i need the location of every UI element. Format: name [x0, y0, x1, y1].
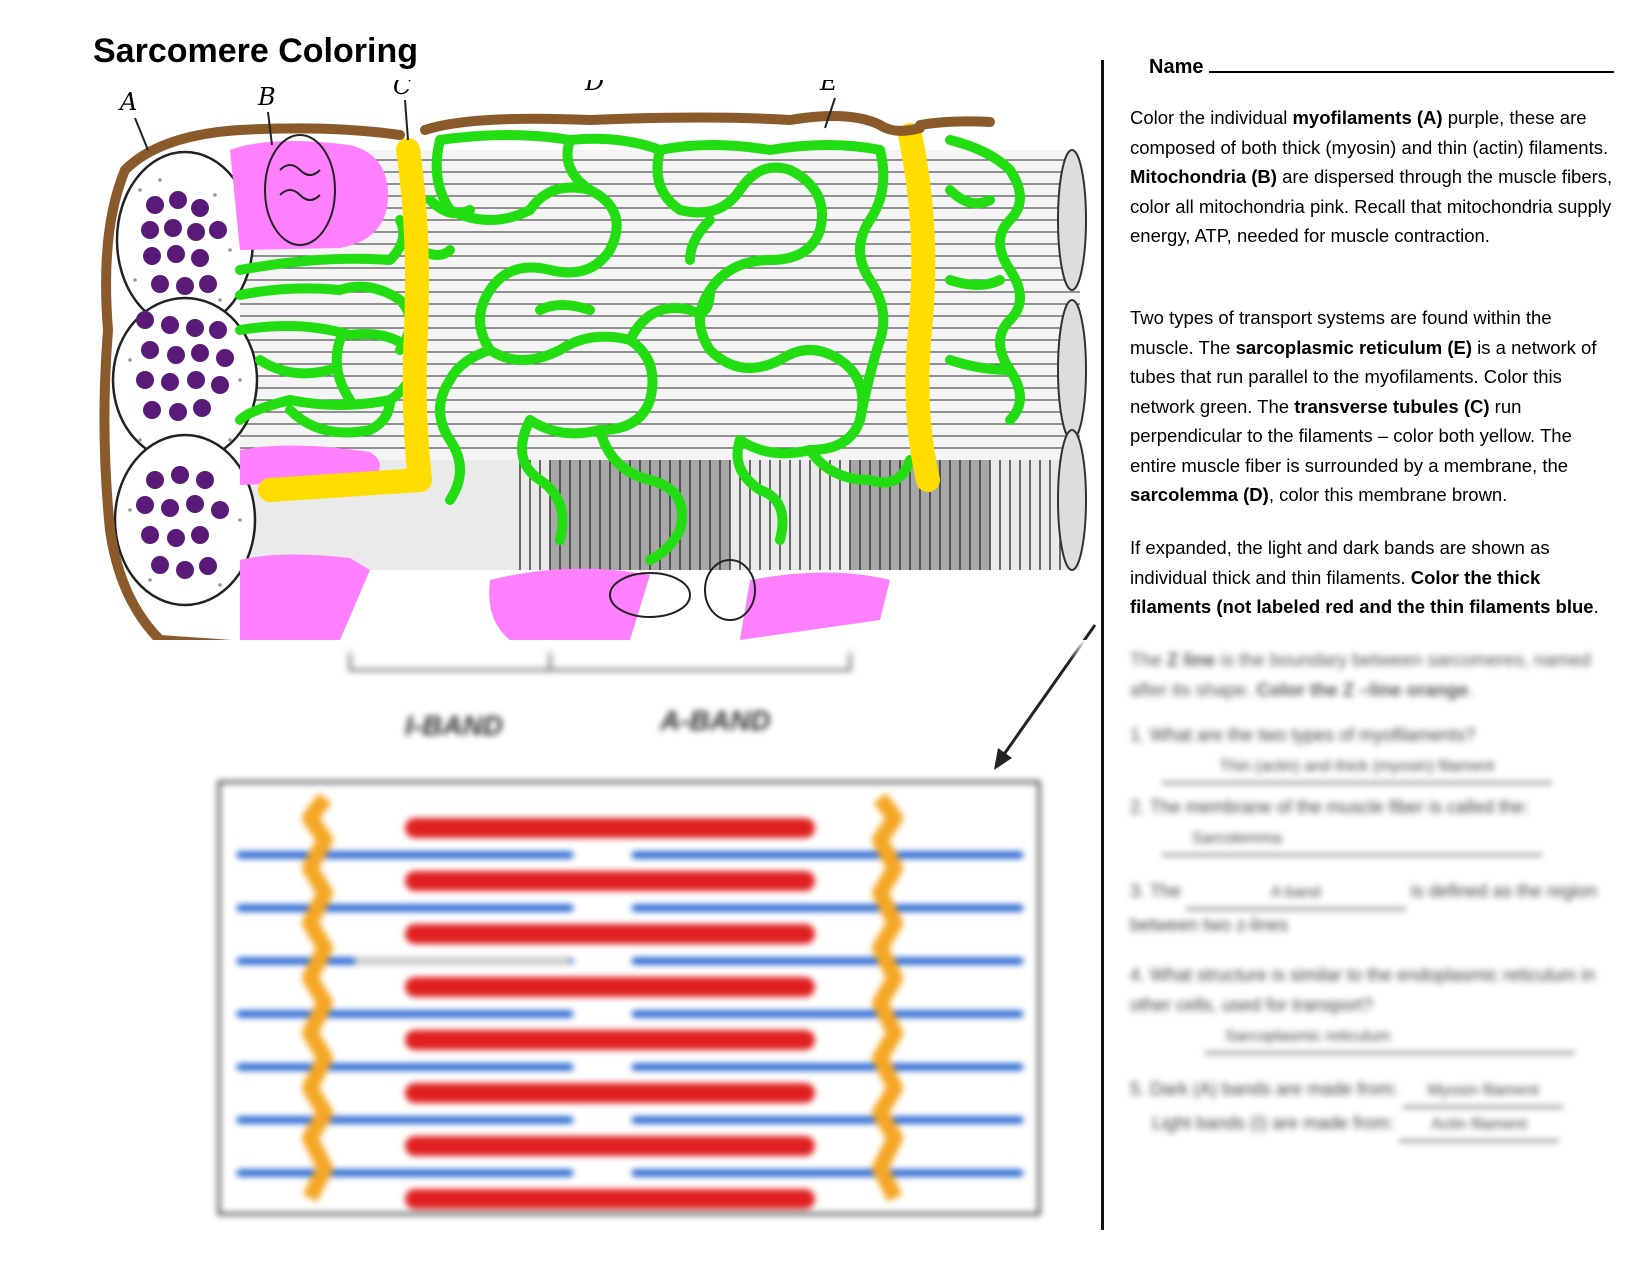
- question-3: 3. The A band is defined as the region b…: [1130, 876, 1620, 940]
- sarcomere-box: [215, 778, 1045, 1218]
- label-e: E: [819, 80, 838, 96]
- p1-text-2: purple, these are composed of both thick…: [1130, 107, 1609, 158]
- p3-text-2: .: [1593, 596, 1599, 617]
- p3-bold-colors: Color the thick filaments (not labeled r…: [1130, 566, 1594, 618]
- z-lines-orange: [302, 793, 903, 1202]
- transverse-tubules-yellow: [258, 123, 940, 502]
- answer-5b[interactable]: Actin filament: [1399, 1110, 1560, 1142]
- fade-overlay: [140, 640, 1100, 660]
- label-a: A: [118, 88, 137, 116]
- question-5b: Light bands (I) are made from: Actin fil…: [1130, 1108, 1620, 1142]
- question-5b-text: Light bands (I) are made from:: [1152, 1113, 1395, 1133]
- sarcolemma-brown: [99, 111, 995, 640]
- mitochondria-outlines: [264, 134, 756, 621]
- label-d: D: [584, 80, 604, 96]
- p4-text-3: .: [1468, 678, 1474, 700]
- p2-bold-sr: sarcoplasmic reticulum (E): [1235, 336, 1473, 358]
- mitochondria-pink: [230, 141, 890, 640]
- answer-4[interactable]: Sarcoplasmic reticulum: [1205, 1022, 1575, 1054]
- p2-text-3: run perpendicular to the filaments – col…: [1130, 395, 1572, 476]
- name-label: Name: [1149, 56, 1204, 78]
- question-2-text: 2. The membrane of the muscle fiber is c…: [1130, 797, 1529, 817]
- questions-list: 1. What are the two types of myofilament…: [1130, 720, 1620, 1142]
- answer-1[interactable]: Thin (actin) and thick (myosin) filament: [1162, 752, 1552, 784]
- p3-text-1: If expanded, the light and dark bands ar…: [1130, 537, 1550, 588]
- p4-text-2: is the boundary between sarcomeres, name…: [1130, 649, 1591, 700]
- page-title: Sarcomere Coloring: [93, 32, 418, 70]
- instructions-paragraph-3: If expanded, the light and dark bands ar…: [1130, 533, 1620, 622]
- instructions-paragraph-2: Two types of transport systems are found…: [1130, 303, 1620, 510]
- question-3-text-after: is defined as the region between two z-l…: [1130, 881, 1597, 935]
- p4-bold-zline: Z line: [1167, 649, 1216, 670]
- question-5-text: 5. Dark (A) bands are made from:: [1130, 1079, 1399, 1099]
- answer-5a[interactable]: Myosin filament: [1403, 1076, 1564, 1108]
- name-underline: [1209, 53, 1615, 73]
- question-4: 4. What structure is similar to the endo…: [1130, 960, 1620, 1054]
- question-2: 2. The membrane of the muscle fiber is c…: [1130, 792, 1620, 856]
- sarcoplasmic-reticulum-green: [235, 130, 1025, 565]
- question-1: 1. What are the two types of myofilament…: [1130, 720, 1620, 784]
- instructions-paragraph-1: Color the individual myofilaments (A) pu…: [1130, 103, 1620, 251]
- p1-text-3: are dispersed through the muscle fibers,…: [1130, 166, 1613, 246]
- question-4-text: 4. What structure is similar to the endo…: [1130, 965, 1596, 1015]
- a-band-label: A-BAND: [660, 705, 771, 736]
- question-5: 5. Dark (A) bands are made from: Myosin …: [1130, 1074, 1620, 1108]
- p2-text-2: is a network of tubes that run parallel …: [1130, 336, 1597, 417]
- question-1-text: 1. What are the two types of myofilament…: [1130, 725, 1476, 745]
- p2-bold-t-tubules: transverse tubules (C): [1294, 395, 1490, 417]
- p1-bold-mitochondria: Mitochondria (B): [1130, 166, 1277, 187]
- thick-filaments-red: [405, 818, 815, 1209]
- label-c: C: [393, 80, 411, 100]
- answer-3[interactable]: A band: [1185, 878, 1406, 910]
- p2-text-1: Two types of transport systems are found…: [1130, 307, 1552, 358]
- p1-bold-myofilaments: myofilaments (A): [1292, 107, 1443, 128]
- column-divider: [1101, 60, 1104, 1230]
- p4-text-1: The: [1130, 649, 1168, 670]
- myofilament-cross-sections: [111, 150, 259, 607]
- diagram-letter-labels: A B C D E: [118, 80, 838, 151]
- name-field[interactable]: Name: [1149, 53, 1615, 79]
- p2-text-4: , color this membrane brown.: [1268, 484, 1508, 505]
- band-labels-region: I-BAND A-BAND: [150, 640, 1050, 750]
- p1-text-1: Color the individual: [1130, 107, 1293, 128]
- p2-bold-sarcolemma: sarcolemma (D): [1130, 484, 1269, 505]
- instructions-paragraph-4: The Z line is the boundary between sarco…: [1130, 645, 1620, 704]
- sarcomere-filaments: [217, 780, 1041, 1216]
- question-3-text-before: 3. The: [1130, 881, 1181, 901]
- muscle-fiber-diagram: A B C D E: [99, 80, 1087, 640]
- label-b: B: [257, 83, 276, 111]
- p4-bold-color-z: Color the Z –line orange: [1256, 678, 1469, 700]
- i-band-label: I-BAND: [405, 710, 503, 741]
- myofilaments-purple: [136, 191, 234, 579]
- answer-2[interactable]: Sarcolemma: [1162, 824, 1542, 856]
